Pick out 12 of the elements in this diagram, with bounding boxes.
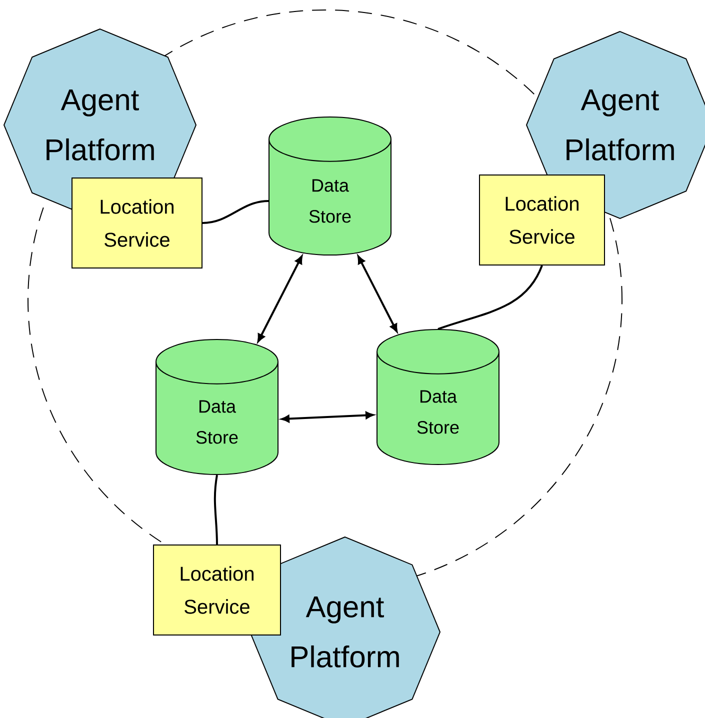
data-store-cylinder: Data Store	[376, 329, 500, 466]
arrow	[257, 256, 303, 342]
service-box: Location Service	[479, 174, 605, 266]
connector-line	[214, 474, 218, 545]
service-box: Location Service	[72, 178, 202, 268]
arrow	[358, 256, 398, 332]
connector-line	[202, 200, 269, 224]
service-box: Location Service	[153, 544, 281, 636]
data-store-cylinder: Data Store	[268, 116, 392, 256]
data-store-cylinder: Data Store	[156, 339, 278, 476]
connector-line	[438, 265, 543, 330]
arrow	[281, 412, 374, 422]
